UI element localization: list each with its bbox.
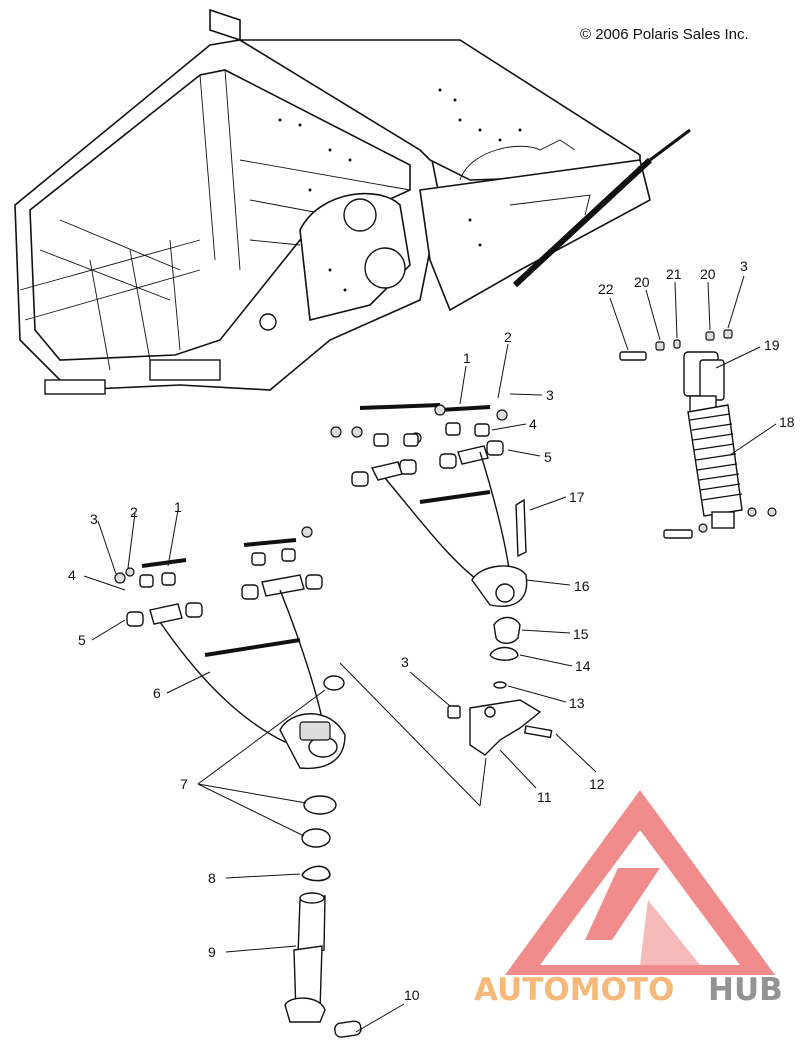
rivet-holes [278, 88, 522, 292]
callout-10: 10 [404, 987, 420, 1003]
callout-8: 8 [208, 870, 216, 886]
callout-3-shock: 3 [740, 258, 748, 274]
callout-labels: 1 2 3 4 5 17 16 15 14 13 12 11 3 22 20 2… [68, 258, 795, 1003]
callout-7: 7 [180, 776, 188, 792]
watermark-text-hub: HUB [708, 972, 783, 1008]
callout-14: 14 [575, 658, 591, 674]
callout-20-left: 20 [634, 274, 650, 290]
watermark-logo: AUTOMOTO HUB [474, 790, 783, 1008]
callout-16: 16 [574, 578, 590, 594]
leader-lines [83, 275, 777, 1033]
chassis-frame [14, 8, 441, 395]
callout-18: 18 [779, 414, 795, 430]
callout-22: 22 [598, 281, 614, 297]
callout-11: 11 [537, 789, 552, 805]
callout-6: 6 [153, 685, 161, 701]
copyright-notice: © 2006 Polaris Sales Inc. [580, 26, 749, 43]
callout-20-right: 20 [700, 266, 716, 282]
shock-absorber [619, 329, 777, 539]
callout-4-lower: 4 [68, 567, 76, 583]
callout-17: 17 [569, 489, 585, 505]
lower-a-arm-assembly [114, 526, 362, 1038]
callout-19: 19 [764, 337, 780, 353]
shock-spring [689, 413, 743, 501]
callout-5-upper: 5 [544, 449, 552, 465]
tunnel-rail [237, 39, 691, 312]
callout-3-upper: 3 [546, 387, 554, 403]
upper-a-arm-assembly [330, 403, 528, 607]
watermark-text-automoto: AUTOMOTO [474, 972, 674, 1008]
callout-5-lower: 5 [78, 632, 86, 648]
callout-13: 13 [569, 695, 585, 711]
callout-1-lower: 1 [174, 499, 182, 515]
callout-15: 15 [573, 626, 589, 642]
callout-9: 9 [208, 944, 216, 960]
callout-12: 12 [589, 776, 605, 792]
callout-4-upper: 4 [529, 416, 537, 432]
callout-21: 21 [666, 266, 682, 282]
callout-2-upper: 2 [504, 329, 512, 345]
callout-3-knuckle: 3 [401, 654, 409, 670]
callout-3-lower: 3 [90, 511, 98, 527]
callout-1-upper: 1 [463, 350, 471, 366]
callout-2-lower: 2 [130, 504, 138, 520]
spindle-knuckle-parts [447, 616, 553, 756]
